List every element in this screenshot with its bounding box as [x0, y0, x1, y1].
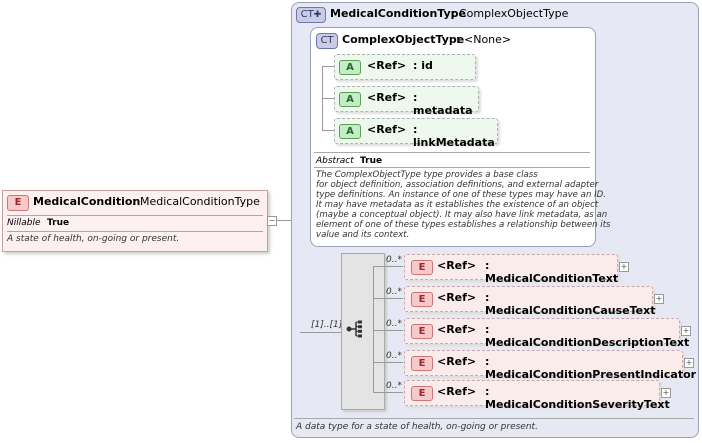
base-type-sep: : — [456, 33, 461, 46]
connector — [373, 362, 403, 363]
connector — [300, 332, 341, 333]
type-name: MedicalConditionType — [330, 7, 466, 20]
plus-icon[interactable]: + — [654, 294, 664, 304]
sequence-compositor[interactable] — [341, 253, 385, 410]
divider — [294, 418, 694, 419]
divider — [314, 152, 590, 153]
element-medical-condition-present-indicator[interactable]: E <Ref> : MedicalConditionPresentIndicat… — [404, 350, 696, 381]
element-ref: <Ref> — [437, 355, 477, 368]
base-type-name: ComplexObjectType — [342, 33, 465, 46]
element-ref: <Ref> — [437, 385, 477, 398]
plus-icon[interactable]: + — [681, 326, 691, 336]
connector — [322, 98, 334, 99]
abstract-value: True — [360, 156, 383, 166]
root-element-description: A state of health, on-going or present. — [7, 234, 180, 244]
divider — [7, 231, 263, 232]
element-cardinality: 0..* — [386, 255, 402, 265]
element-medical-condition-cause-text[interactable]: E <Ref> : MedicalConditionCauseText — [404, 286, 655, 317]
element-name: : MedicalConditionSeverityText — [485, 385, 670, 411]
element-badge: E — [411, 324, 433, 339]
root-element-name: MedicalCondition — [33, 195, 141, 208]
sequence-icon — [346, 320, 362, 338]
connector — [373, 392, 403, 393]
nillable-label: Nillable — [7, 218, 41, 228]
element-medical-condition-description-text[interactable]: E <Ref> : MedicalConditionDescriptionTex… — [404, 318, 689, 349]
attribute-badge: A — [339, 92, 361, 107]
plus-icon[interactable]: + — [684, 358, 694, 368]
root-element-type: MedicalConditionType — [140, 195, 260, 208]
root-element-type-sep: : — [132, 195, 137, 208]
element-name: : MedicalConditionCauseText — [485, 291, 656, 317]
type-sep: : — [451, 7, 456, 20]
element-name: : MedicalConditionPresentIndicator — [485, 355, 697, 381]
element-cardinality: 0..* — [386, 381, 402, 391]
connector — [373, 330, 403, 331]
attribute-name: : id — [413, 59, 433, 72]
divider — [314, 167, 590, 168]
element-badge: E — [411, 356, 433, 371]
connector — [373, 266, 374, 392]
connector — [322, 130, 334, 131]
element-badge: E — [7, 195, 29, 211]
sequence-cardinality: [1]..[1] — [311, 320, 343, 330]
attribute-badge: A — [339, 60, 361, 75]
connector — [277, 220, 291, 221]
attribute-ref: <Ref> — [367, 59, 407, 72]
connector — [373, 266, 403, 267]
element-badge: E — [411, 386, 433, 401]
attribute-metadata[interactable]: A <Ref> : metadata — [334, 86, 479, 117]
type-base: ComplexObjectType — [459, 7, 569, 20]
complex-type-badge: CT — [316, 33, 338, 49]
element-ref: <Ref> — [437, 291, 477, 304]
type-description: A data type for a state of health, on-go… — [296, 422, 538, 432]
abstract-label: Abstract — [316, 156, 354, 166]
complex-type-badge: CT✚ — [296, 7, 326, 23]
nillable-value: True — [47, 218, 70, 228]
element-badge: E — [411, 292, 433, 307]
plus-icon[interactable]: + — [619, 262, 629, 272]
element-cardinality: 0..* — [386, 287, 402, 297]
element-name: : MedicalConditionText — [485, 259, 619, 285]
element-ref: <Ref> — [437, 259, 477, 272]
element-cardinality: 0..* — [386, 351, 402, 361]
attribute-ref: <Ref> — [367, 123, 407, 136]
connector — [373, 298, 403, 299]
plus-icon[interactable]: + — [661, 388, 671, 398]
connector — [322, 66, 334, 67]
element-medical-condition-text[interactable]: E <Ref> : MedicalConditionText — [404, 254, 618, 285]
attribute-ref: <Ref> — [367, 91, 407, 104]
divider — [7, 215, 263, 216]
attribute-id[interactable]: A <Ref> : id — [334, 54, 476, 80]
element-ref: <Ref> — [437, 323, 477, 336]
attribute-badge: A — [339, 124, 361, 139]
element-medical-condition-severity-text[interactable]: E <Ref> : MedicalConditionSeverityText — [404, 380, 670, 411]
attribute-name: : linkMetadata — [413, 123, 495, 149]
base-type-base: <None> — [464, 33, 512, 46]
minus-icon[interactable]: − — [267, 216, 277, 226]
attribute-link-metadata[interactable]: A <Ref> : linkMetadata — [334, 118, 498, 149]
attribute-name: : metadata — [413, 91, 473, 117]
element-cardinality: 0..* — [386, 319, 402, 329]
element-name: : MedicalConditionDescriptionText — [485, 323, 690, 349]
base-type-description: The ComplexObjectType type provides a ba… — [316, 170, 611, 240]
element-badge: E — [411, 260, 433, 275]
root-element-box[interactable]: E MedicalCondition : MedicalConditionTyp… — [2, 190, 268, 252]
